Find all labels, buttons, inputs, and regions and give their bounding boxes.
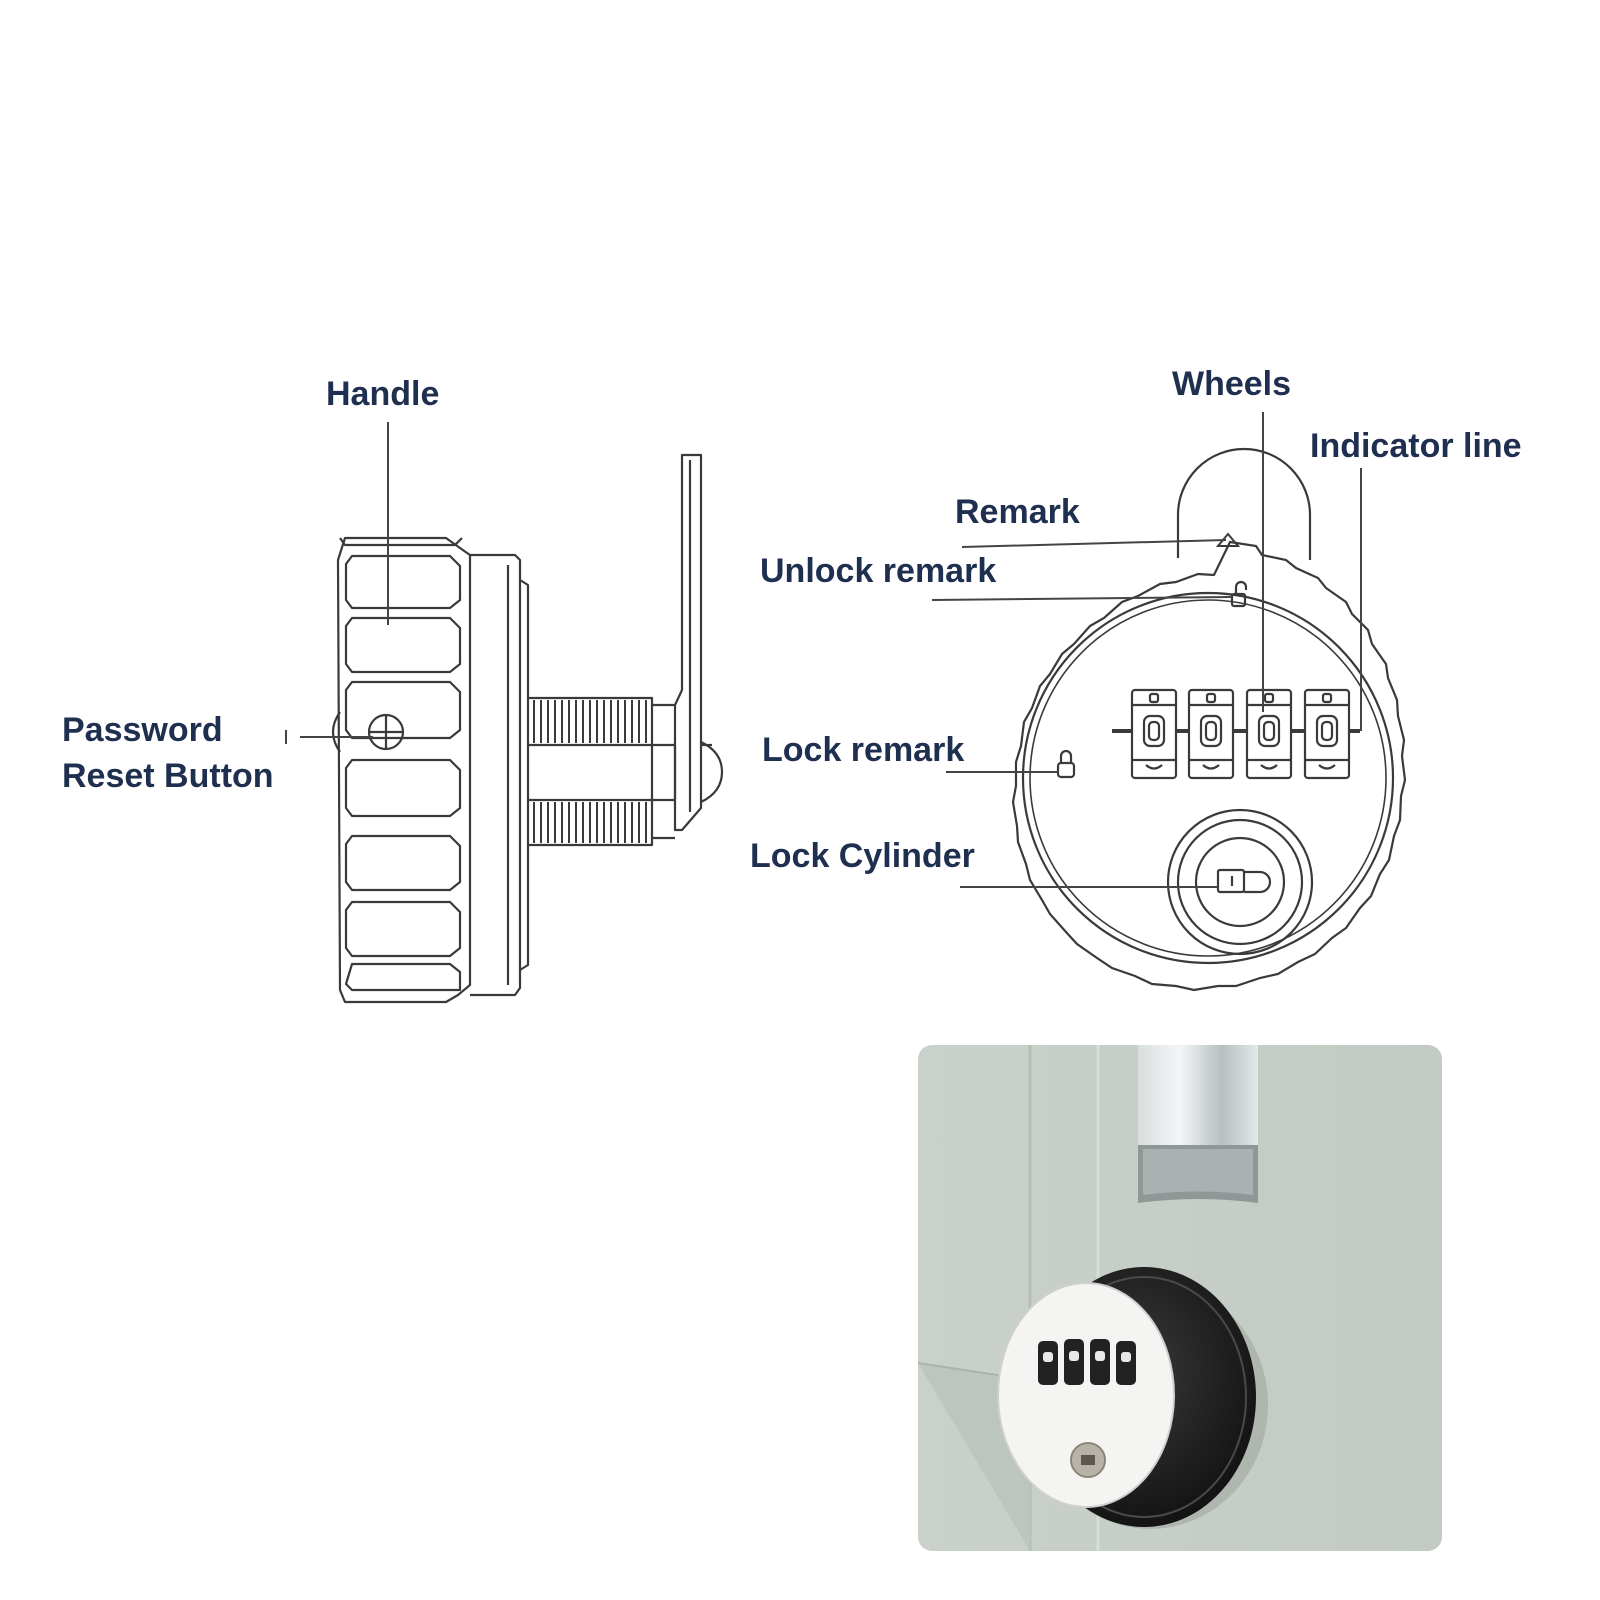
lock-installed-photo bbox=[918, 1045, 1442, 1551]
remark-leader-line bbox=[961, 539, 1227, 548]
indicator-line-label: Indicator line bbox=[1310, 427, 1522, 465]
remark-label: Remark bbox=[955, 493, 1080, 531]
combination-wheel-3 bbox=[1245, 688, 1293, 780]
wheels-label: Wheels bbox=[1172, 365, 1292, 403]
side-threaded-shaft bbox=[528, 696, 654, 847]
password-reset-label-line-2: Reset Button bbox=[62, 756, 274, 795]
handle-label: Handle bbox=[326, 375, 440, 413]
combination-wheel-2 bbox=[1187, 688, 1235, 780]
lock-remark-label: Lock remark bbox=[762, 731, 965, 769]
lock-cylinder-label: Lock Cylinder bbox=[750, 837, 975, 875]
front-cam-arm bbox=[1176, 447, 1312, 560]
unlock-remark-leader-line bbox=[931, 596, 1233, 601]
password-reset-label: Password Reset Button bbox=[62, 708, 274, 800]
lock-remark-icon bbox=[1056, 749, 1076, 779]
password-reset-label-line-1: Password bbox=[62, 711, 223, 749]
unlock-remark-icon bbox=[1230, 580, 1248, 608]
side-back-plate bbox=[470, 553, 522, 997]
combination-wheel-4 bbox=[1303, 688, 1351, 780]
photo-combination-wheels bbox=[1038, 1339, 1136, 1385]
side-cam-arm bbox=[673, 453, 703, 832]
lock-cylinder-icon bbox=[1166, 808, 1314, 956]
photo-lock-face bbox=[998, 1283, 1174, 1507]
front-face bbox=[1021, 591, 1395, 965]
unlock-remark-label: Unlock remark bbox=[760, 552, 997, 590]
front-serrated-rim bbox=[1011, 540, 1407, 992]
password-reset-button-icon bbox=[367, 713, 405, 751]
product-photo bbox=[918, 1045, 1442, 1551]
combination-wheel-1 bbox=[1130, 688, 1178, 780]
